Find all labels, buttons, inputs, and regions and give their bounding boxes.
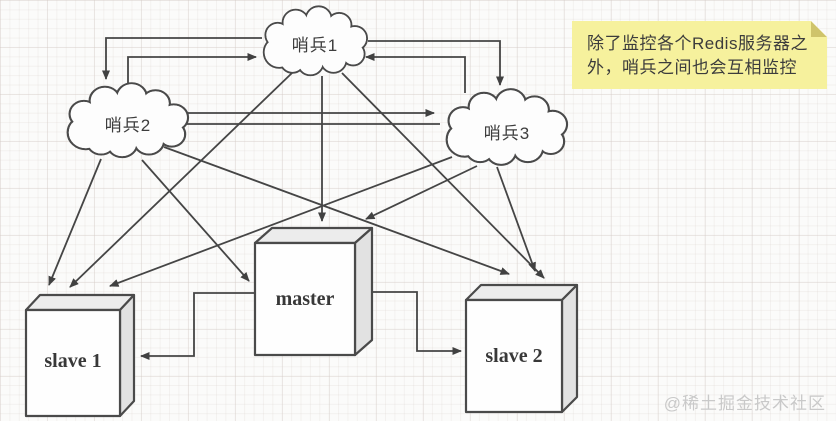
edge-sentinel1-to-sentinel3: [368, 40, 504, 86]
edge-layer: [48, 37, 545, 360]
slave2-box: [464, 283, 579, 414]
note-line-2: 外，哨兵之间也会互相监控: [587, 58, 797, 78]
master-label: master: [275, 288, 335, 310]
edge-sentinel2-to-master: [141, 159, 250, 282]
edge-sentinel3-to-master: [365, 165, 478, 220]
sentinel2-label: 哨兵2: [104, 116, 152, 135]
annotation-note: 除了监控各个Redis服务器之 外，哨兵之间也会互相监控: [572, 21, 827, 89]
edge-sentinel1-to-slave2: [341, 72, 545, 279]
edge-sentinel3-to-slave1: [109, 156, 453, 287]
edge-sentinel3-to-slave2: [496, 166, 536, 272]
sentinel1-label: 哨兵1: [291, 36, 339, 55]
edge-master-to-slave1: [140, 292, 255, 360]
edge-sentinel1-to-slave1: [69, 72, 293, 288]
note-line-1: 除了监控各个Redis服务器之: [587, 34, 808, 53]
slave2-label: slave 2: [485, 345, 543, 367]
edge-sentinel1-to-sentinel2: [102, 37, 262, 80]
slave1-box: [24, 293, 136, 418]
watermark: @稀土掘金技术社区: [663, 394, 826, 413]
slave1-label: slave 1: [44, 350, 102, 372]
edge-sentinel2-to-slave1: [48, 158, 102, 286]
edge-sentinel3-to-sentinel1: [365, 53, 466, 93]
server-layer: [24, 226, 579, 418]
sentinel3-label: 哨兵3: [483, 124, 531, 143]
master-box: [253, 226, 374, 357]
edge-sentinel2-to-sentinel1: [127, 53, 257, 84]
edge-sentinel2-to-slave2: [163, 146, 510, 275]
edge-master-to-slave2: [372, 291, 462, 355]
